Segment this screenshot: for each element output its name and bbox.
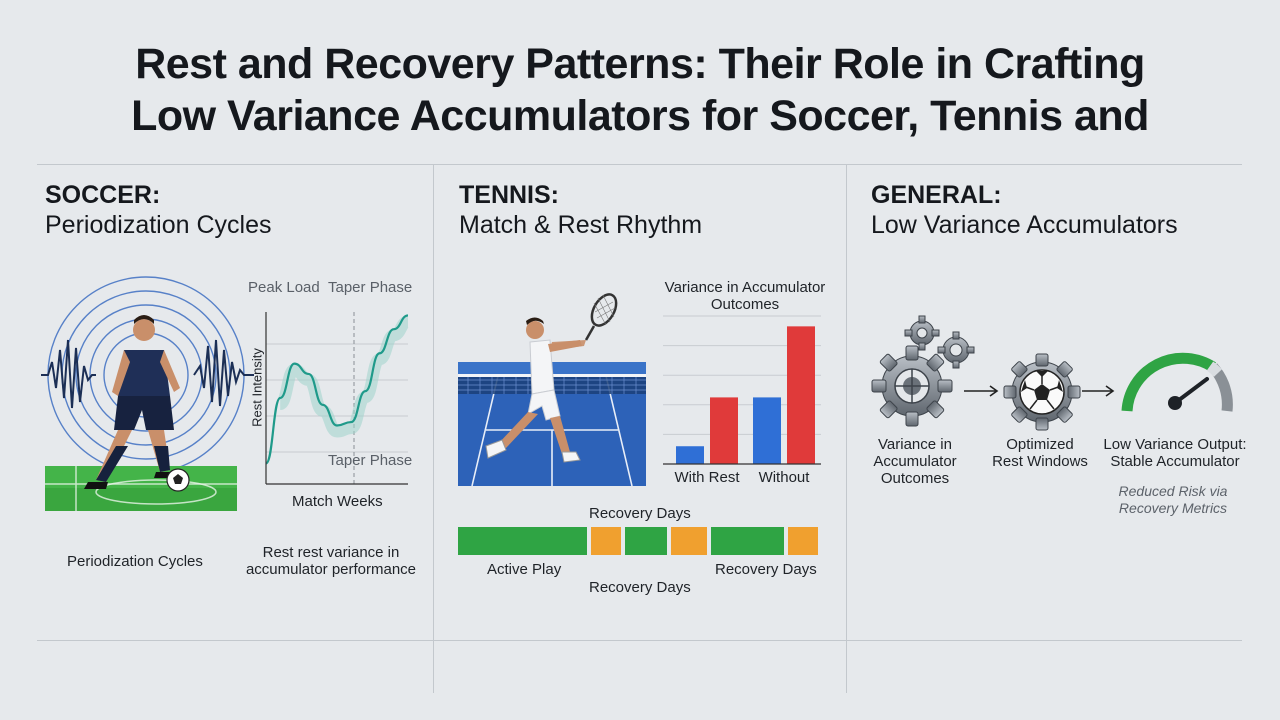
- title-line-1: Rest and Recovery Patterns: Their Role i…: [135, 40, 1145, 88]
- soccer-ball-gear-icon: [1003, 353, 1081, 431]
- top-divider: [37, 164, 1242, 165]
- tennis-heading-sub: Match & Rest Rhythm: [459, 211, 703, 239]
- timeline-segment-active: [458, 527, 587, 555]
- tennis-chart-title-line-1: Variance in Accumulator: [664, 279, 826, 296]
- bottom-divider: [37, 640, 1242, 641]
- bar-category-label: With Rest: [674, 469, 740, 486]
- bar-without-1: [753, 397, 781, 464]
- timeline-segment-recovery: [591, 527, 621, 555]
- timeline-segment-recovery: [788, 527, 818, 555]
- bar-with-rest-1: [676, 446, 704, 464]
- page-title: Rest and Recovery Patterns: Their Role i…: [0, 38, 1280, 142]
- step2-label: Optimized Rest Windows: [985, 436, 1095, 470]
- general-note-line-1: Reduced Risk via: [1118, 483, 1228, 499]
- general-note: Reduced Risk via Recovery Metrics: [1098, 483, 1248, 517]
- line-series: [264, 314, 409, 465]
- tennis-player-illustration: [458, 293, 646, 487]
- general-note-line-2: Recovery Metrics: [1118, 500, 1228, 516]
- general-heading-key: GENERAL:: [871, 181, 1002, 209]
- gauge-icon: [1121, 352, 1233, 412]
- timeline-recovery-right-label: Recovery Days: [715, 561, 817, 578]
- arrow-right-icon-2: [1082, 385, 1115, 397]
- timeline-top-label: Recovery Days: [589, 505, 691, 522]
- bar-with-rest-2: [710, 397, 738, 464]
- step2-line-1: Optimized: [1006, 436, 1074, 453]
- soccer-caption-right-line-1: Rest rest variance in: [262, 544, 400, 561]
- column-divider-1: [433, 165, 434, 693]
- recovery-timeline: [458, 527, 818, 555]
- step1-line-1: Variance in: [878, 436, 952, 453]
- bar-without-2: [787, 326, 815, 464]
- timeline-segment-recovery: [671, 527, 707, 555]
- tennis-heading-key: TENNIS:: [459, 181, 559, 209]
- step1-line-3: Outcomes: [880, 470, 950, 487]
- bar-category-label: Without: [759, 469, 811, 486]
- step1-line-2: Accumulator: [873, 453, 957, 470]
- soccer-heading: SOCCER: Periodization Cycles: [45, 180, 272, 240]
- tennis-bar-chart: With Rest Without: [663, 315, 821, 486]
- soccer-caption-left: Periodization Cycles: [67, 553, 203, 570]
- tennis-chart-title-line-2: Outcomes: [710, 296, 780, 313]
- taper-phase-top-annotation: Taper Phase: [328, 279, 413, 296]
- step3-label: Low Variance Output: Stable Accumulator: [1095, 436, 1255, 470]
- general-heading-sub: Low Variance Accumulators: [871, 211, 1178, 239]
- timeline-active-label: Active Play: [487, 561, 562, 578]
- soccer-caption-right: Rest rest variance in accumulator perfor…: [239, 544, 423, 578]
- soccer-heading-key: SOCCER:: [45, 181, 161, 209]
- soccer-heading-sub: Periodization Cycles: [45, 211, 272, 239]
- general-heading: GENERAL: Low Variance Accumulators: [871, 180, 1178, 240]
- step2-line-2: Rest Windows: [992, 453, 1088, 470]
- peak-load-annotation: Peak Load: [248, 279, 320, 296]
- title-line-2: Low Variance Accumulators for Soccer, Te…: [131, 92, 1149, 140]
- timeline-bottom-label: Recovery Days: [589, 579, 691, 596]
- soccer-caption-right-line-2: accumulator performance: [245, 561, 417, 578]
- arrow-right-icon: [964, 385, 999, 397]
- step1-label: Variance in Accumulator Outcomes: [860, 436, 970, 487]
- column-divider-2: [846, 165, 847, 693]
- step3-line-1: Low Variance Output:: [1103, 436, 1247, 453]
- timeline-segment-active: [711, 527, 784, 555]
- soccer-chart-xlabel: Match Weeks: [292, 493, 383, 510]
- line-band: [277, 315, 410, 438]
- tennis-chart-title: Variance in Accumulator Outcomes: [650, 279, 840, 313]
- tennis-heading: TENNIS: Match & Rest Rhythm: [459, 180, 702, 240]
- taper-phase-bottom-annotation: Taper Phase: [328, 452, 413, 469]
- timeline-segment-active: [625, 527, 667, 555]
- step3-line-2: Stable Accumulator: [1110, 453, 1240, 470]
- soccer-line-chart: [264, 312, 410, 485]
- soccer-player-illustration: [41, 276, 254, 511]
- gears-icon: [871, 315, 975, 427]
